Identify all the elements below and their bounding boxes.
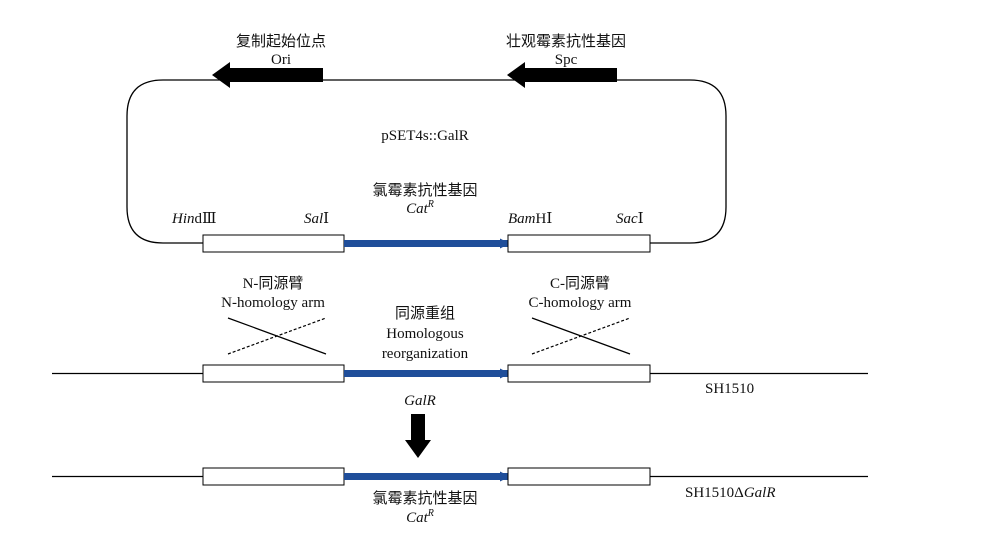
wildtype-c-box: [507, 364, 651, 383]
spc-arrow-icon: [507, 62, 617, 88]
wildtype-strain-label: SH1510: [705, 381, 754, 397]
mutant-n-box: [202, 467, 345, 486]
galr-gene-label: GalR: [404, 393, 436, 409]
n-crossover-icon: [227, 317, 327, 355]
spc-label-en: Spc: [555, 52, 578, 68]
site-saci: SacⅠ: [616, 211, 644, 227]
plasmid-name: pSET4s::GalR: [381, 128, 469, 144]
cat-label-zh: 氯霉素抗性基因: [372, 182, 477, 199]
c-arm-label-en: C-homology arm: [529, 295, 632, 311]
recombination-label-zh: 同源重组: [395, 305, 455, 322]
plasmid-n-arm-box: [202, 234, 345, 253]
ori-label-en: Ori: [271, 52, 291, 68]
c-crossover-icon: [531, 317, 631, 355]
ori-label-zh: 复制起始位点: [236, 32, 326, 50]
n-arm-label-en: N-homology arm: [221, 295, 325, 311]
cat-label-en: CatR: [406, 199, 434, 217]
mutant-cat-label-en: CatR: [406, 508, 434, 526]
n-arm-label-zh: N-同源臂: [243, 275, 304, 292]
site-bamhi: BamHⅠ: [508, 211, 552, 227]
site-sali: SalⅠ: [304, 211, 329, 227]
site-hindiii: HindⅢ: [171, 211, 216, 227]
wildtype-n-box: [202, 364, 345, 383]
recombination-label-en-2: reorganization: [382, 346, 469, 362]
ori-arrow-icon: [212, 62, 323, 88]
mutant-strain-label: SH1510ΔGalR: [685, 485, 776, 501]
c-arm-label-zh: C-同源臂: [550, 275, 610, 292]
plasmid-loop: [126, 79, 727, 244]
recombination-label-en-1: Homologous: [386, 326, 464, 342]
down-arrow-icon: [405, 414, 431, 458]
plasmid-c-arm-box: [507, 234, 651, 253]
mutant-c-box: [507, 467, 651, 486]
mutant-cat-label-zh: 氯霉素抗性基因: [372, 490, 477, 507]
spc-label-zh: 壮观霉素抗性基因: [506, 33, 626, 50]
